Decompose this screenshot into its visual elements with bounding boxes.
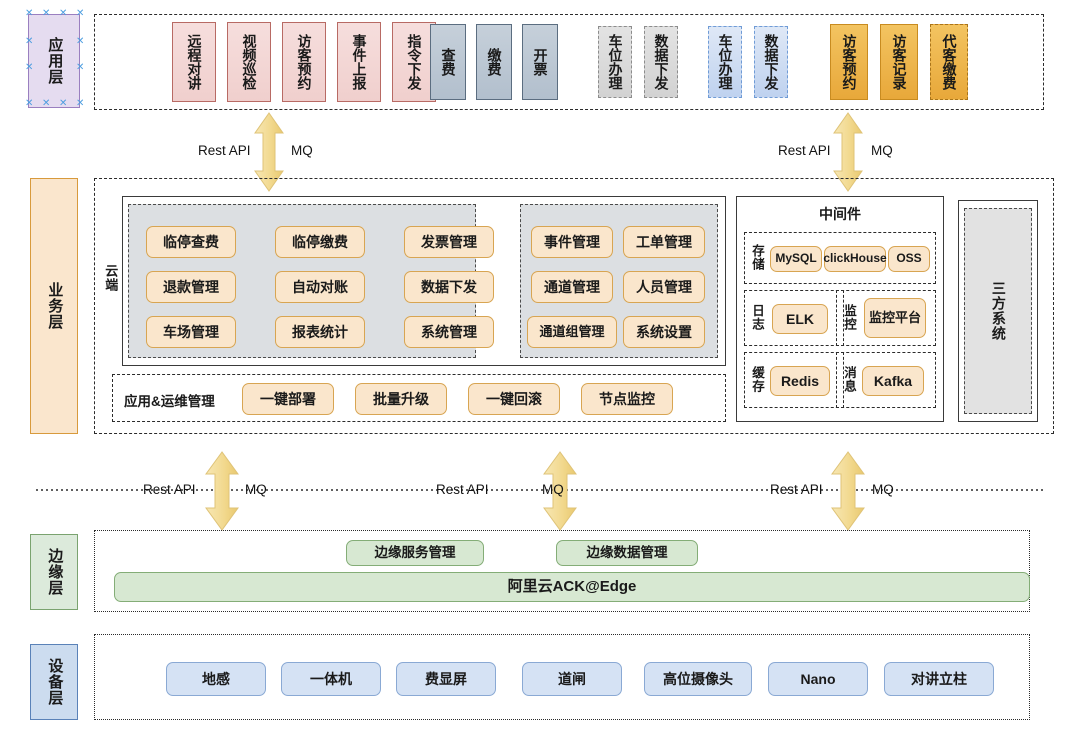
middleware-label-log: 日志	[750, 304, 764, 331]
handle-icon: ✕	[25, 98, 34, 109]
app-tile-query-fee[interactable]: 查费	[430, 24, 466, 100]
middleware-label-cache: 缓存	[750, 366, 764, 393]
device-layer-container	[94, 634, 1030, 720]
connector-label-mq-mid-3: MQ	[872, 482, 894, 497]
app-tile-event-report[interactable]: 事件上报	[337, 22, 381, 102]
device-nano[interactable]: Nano	[768, 662, 868, 696]
app-tile-data-dispatch-gray[interactable]: 数据下发	[644, 26, 678, 98]
service-event-management[interactable]: 事件管理	[531, 226, 613, 258]
app-tile-pay-fee[interactable]: 缴费	[476, 24, 512, 100]
business-layer-container	[94, 178, 1054, 434]
service-system-management[interactable]: 系统管理	[404, 316, 494, 348]
service-system-settings[interactable]: 系统设置	[623, 316, 705, 348]
middleware-section-monitor	[836, 290, 936, 346]
service-channel-management[interactable]: 通道管理	[531, 271, 613, 303]
handle-icon: ✕	[76, 8, 85, 19]
handle-icon: ✕	[42, 8, 51, 19]
connector-label-mq-mid-1: MQ	[245, 482, 267, 497]
edge-layer-container	[94, 530, 1030, 612]
app-tile-command-dispatch[interactable]: 指令下发	[392, 22, 436, 102]
connector-label-mq-top-right: MQ	[871, 143, 893, 158]
service-auto-reconciliation[interactable]: 自动对账	[275, 271, 365, 303]
service-temp-fee-query[interactable]: 临停查费	[146, 226, 236, 258]
ops-batch-upgrade[interactable]: 批量升级	[355, 383, 447, 415]
ops-one-click-rollback[interactable]: 一键回滚	[468, 383, 560, 415]
device-high-position-camera[interactable]: 高位摄像头	[644, 662, 752, 696]
ops-one-click-deploy[interactable]: 一键部署	[242, 383, 334, 415]
middleware-section-message	[836, 352, 936, 408]
arrow-business-edge-1	[205, 451, 239, 531]
handle-icon: ✕	[76, 62, 85, 73]
service-parking-lot-management[interactable]: 车场管理	[146, 316, 236, 348]
middleware-elk[interactable]: ELK	[772, 304, 828, 334]
ops-node-monitoring[interactable]: 节点监控	[581, 383, 673, 415]
middleware-section-cache	[744, 352, 844, 408]
handle-icon: ✕	[25, 62, 34, 73]
ops-management-label: 应用&运维管理	[124, 394, 215, 409]
middleware-mysql[interactable]: MySQL	[770, 246, 822, 272]
middleware-kafka[interactable]: Kafka	[862, 366, 924, 396]
connector-label-mq-mid-2: MQ	[542, 482, 564, 497]
arrow-business-edge-3	[831, 451, 865, 531]
middleware-label-storage: 存储	[750, 244, 764, 271]
device-all-in-one-machine[interactable]: 一体机	[281, 662, 381, 696]
middleware-clickhouse[interactable]: clickHouse	[823, 246, 887, 272]
device-fee-display-screen[interactable]: 费显屏	[396, 662, 496, 696]
service-data-dispatch[interactable]: 数据下发	[404, 271, 494, 303]
app-tile-visitor-record[interactable]: 访客记录	[880, 24, 918, 100]
handle-icon: ✕	[76, 36, 85, 47]
layer-label-business: 业务层	[30, 178, 78, 434]
handle-icon: ✕	[25, 8, 34, 19]
app-tile-parking-space-handling-blue[interactable]: 车位办理	[708, 26, 742, 98]
device-barrier-gate[interactable]: 道闸	[522, 662, 622, 696]
app-tile-video-patrol[interactable]: 视频巡检	[227, 22, 271, 102]
service-refund-management[interactable]: 退款管理	[146, 271, 236, 303]
connector-label-rest-api-mid-3: Rest API	[770, 482, 823, 497]
middleware-title: 中间件	[819, 206, 861, 222]
ops-management-group	[112, 374, 726, 422]
connector-label-rest-api-top-right: Rest API	[778, 143, 831, 158]
layer-label-device: 设备层	[30, 644, 78, 720]
edge-service-management[interactable]: 边缘服务管理	[346, 540, 484, 566]
connector-label-rest-api-top-left: Rest API	[198, 143, 251, 158]
middleware-monitoring-platform[interactable]: 监控平台	[864, 298, 926, 338]
handle-icon: ✕	[25, 36, 34, 47]
connector-label-rest-api-mid-1: Rest API	[143, 482, 196, 497]
service-work-order-management[interactable]: 工单管理	[623, 226, 705, 258]
service-invoice-management[interactable]: 发票管理	[404, 226, 494, 258]
app-tile-data-dispatch-blue[interactable]: 数据下发	[754, 26, 788, 98]
middleware-label-monitor: 监控	[842, 304, 856, 331]
layer-label-application: 应用层	[28, 14, 80, 108]
cloud-side-label: 云端	[103, 264, 119, 292]
handle-icon: ✕	[76, 98, 85, 109]
middleware-redis[interactable]: Redis	[770, 366, 830, 396]
connector-label-rest-api-mid-2: Rest API	[436, 482, 489, 497]
handle-icon: ✕	[59, 98, 68, 109]
handle-icon: ✕	[59, 8, 68, 19]
edge-platform-ack-at-edge[interactable]: 阿里云ACK@Edge	[114, 572, 1030, 602]
service-report-statistics[interactable]: 报表统计	[275, 316, 365, 348]
app-tile-remote-intercom[interactable]: 远程对讲	[172, 22, 216, 102]
device-ground-sensor[interactable]: 地感	[166, 662, 266, 696]
edge-data-management[interactable]: 边缘数据管理	[556, 540, 698, 566]
connector-label-mq-top-left: MQ	[291, 143, 313, 158]
app-tile-parking-space-handling-gray[interactable]: 车位办理	[598, 26, 632, 98]
app-tile-visitor-appointment[interactable]: 访客预约	[830, 24, 868, 100]
middleware-oss[interactable]: OSS	[888, 246, 930, 272]
third-party-system[interactable]: 三方系统	[964, 208, 1032, 414]
device-intercom-pillar[interactable]: 对讲立柱	[884, 662, 994, 696]
layer-label-edge: 边缘层	[30, 534, 78, 610]
service-channel-group-management[interactable]: 通道组管理	[527, 316, 617, 348]
app-tile-visitor-booking[interactable]: 访客预约	[282, 22, 326, 102]
service-temp-fee-payment[interactable]: 临停缴费	[275, 226, 365, 258]
middleware-section-log	[744, 290, 844, 346]
app-tile-invoice[interactable]: 开票	[522, 24, 558, 100]
service-personnel-management[interactable]: 人员管理	[623, 271, 705, 303]
middleware-label-message: 消息	[842, 366, 856, 393]
middleware-section-storage	[744, 232, 936, 284]
application-layer-container	[94, 14, 1044, 110]
handle-icon: ✕	[42, 98, 51, 109]
app-tile-valet-payment[interactable]: 代客缴费	[930, 24, 968, 100]
